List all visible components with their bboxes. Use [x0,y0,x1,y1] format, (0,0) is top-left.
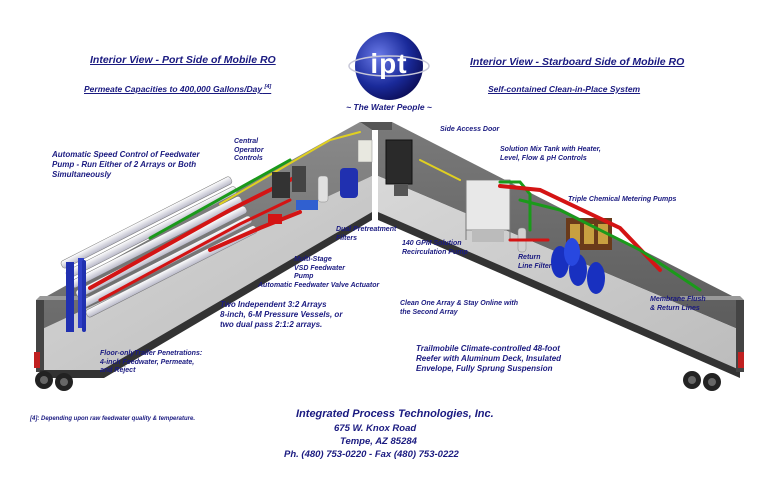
callout-valve-actuator: Automatic Feedwater Valve Actuator [258,282,380,289]
callout-solution-tank: Solution Mix Tank with Heater, Level, Fl… [500,146,601,162]
callout-triple-pumps: Triple Chemical Metering Pumps [568,196,677,203]
company-name: Integrated Process Technologies, Inc. [296,408,494,420]
side-access-door [385,139,413,185]
callout-arrays: Two Independent 3:2 Arrays 8-inch, 6-M P… [220,300,343,329]
starboard-pipes [419,159,702,292]
callout-side-door: Side Access Door [440,126,500,133]
footnote: [4]: Depending upon raw feedwater qualit… [30,416,196,422]
port-subheading: Permeate Capacities to 400,000 Gallons/D… [84,84,271,94]
operator-controls [272,172,290,198]
port-pipes [82,131,361,332]
ipt-logo [348,32,430,100]
port-subheading-ref: [4] [264,84,272,91]
port-heading: Interior View - Port Side of Mobile RO [90,54,276,66]
feedwater-pump [296,200,318,210]
pretreatment-filters [317,175,329,203]
callout-floor-penetrations: Floor-onlyTrailer Penetrations: 4-inch F… [100,350,203,374]
callout-central-controls: Central Operator Controls [234,138,264,162]
port-subheading-text: Permeate Capacities to 400,000 Gallons/D… [84,84,263,94]
solution-mix-tank [465,179,511,242]
callout-trailmobile: Trailmobile Climate-controlled 48-foot R… [416,344,562,373]
company-street: 675 W. Knox Road [334,423,417,434]
callout-multistage-pump: Multi-Stage VSD Feedwater Pump [294,256,345,280]
starboard-heading: Interior View - Starboard Side of Mobile… [470,56,685,68]
company-phone: Ph. (480) 753-0220 - Fax (480) 753-0222 [284,449,459,460]
starboard-subheading: Self-contained Clean-in-Place System [488,84,641,94]
port-floor [40,176,372,370]
callout-recirc-pump: 140 GPM Solution Recirculation Pump [402,240,468,256]
callout-membrane-flush: Membrane Flush & Return Lines [650,296,706,312]
callout-clean-one: Clean One Array & Stay Online with the S… [400,300,518,316]
callout-dual-filters: Dual Pretreatment Filters [336,226,397,242]
logo-tagline: ~ The Water People ~ [346,102,432,112]
callout-return-filter: Return Line Filter [518,254,552,270]
company-city: Tempe, AZ 85284 [340,436,417,447]
starboard-back-wall [378,122,740,330]
logo-text: ipt [370,48,408,79]
callout-auto-speed: Automatic Speed Control of Feedwater Pum… [52,150,200,179]
chemical-drums [551,238,605,294]
